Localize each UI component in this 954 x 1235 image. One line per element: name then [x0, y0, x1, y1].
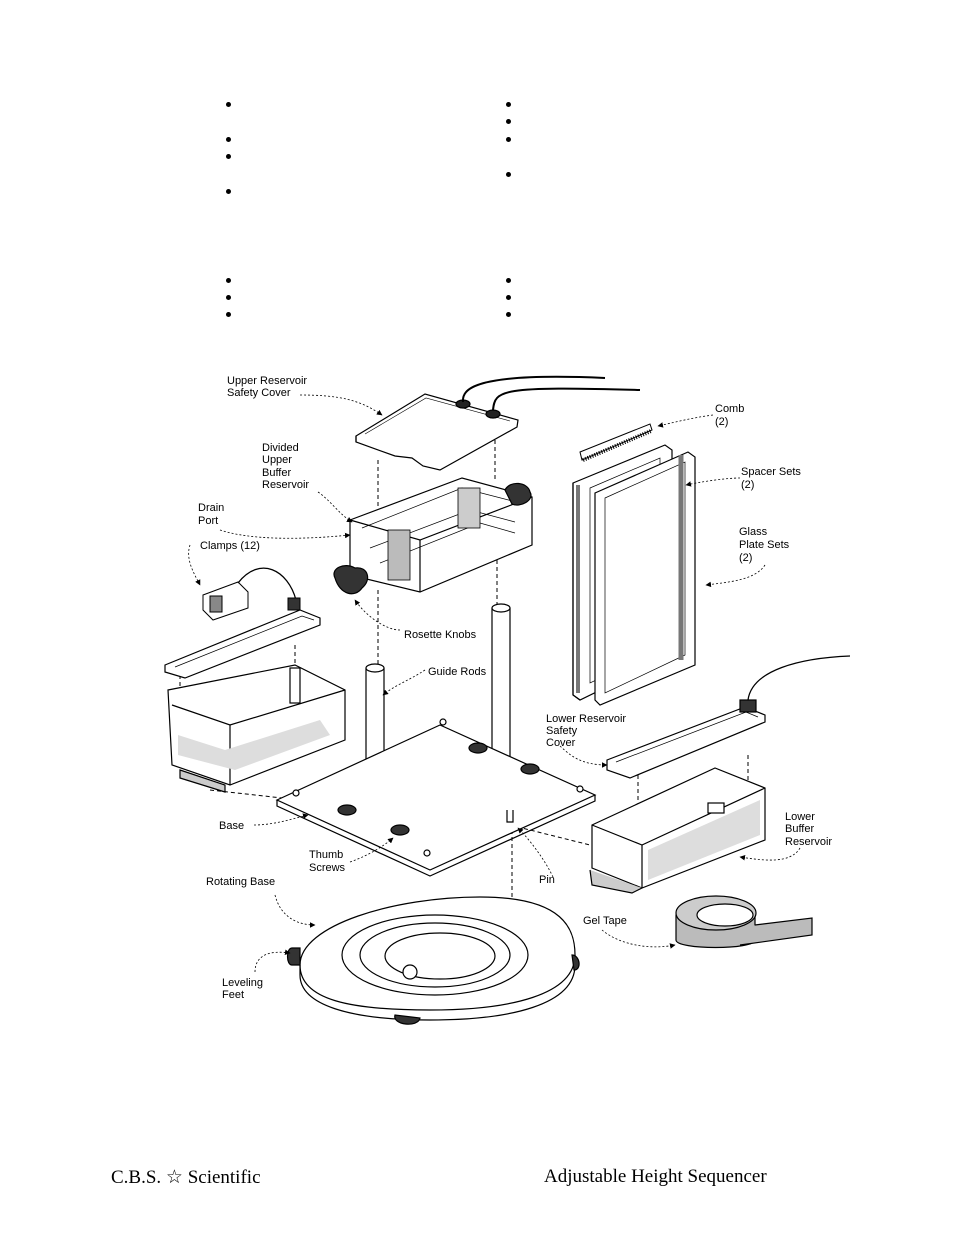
- base-plate-part: [275, 718, 597, 877]
- label-gel-tape: Gel Tape: [583, 915, 627, 927]
- bullet-left-7: [226, 312, 231, 317]
- label-spacer-2: (2): [741, 479, 754, 491]
- label-lower-buffer-2: Buffer: [785, 823, 814, 835]
- bullet-right-3: [506, 137, 511, 142]
- label-lower-cover-2: Safety: [546, 725, 578, 737]
- label-drain-1: Drain: [198, 502, 224, 514]
- label-glass-2: Plate Sets: [739, 539, 790, 551]
- bullet-left-3: [226, 154, 231, 159]
- right-lower-reservoir-part: [589, 655, 851, 894]
- bullet-right-1: [506, 102, 511, 107]
- diagram-labels: Upper Reservoir Safety Cover Comb (2) Di…: [198, 375, 832, 1001]
- gel-tape-part: [675, 895, 813, 949]
- label-divided-4: Reservoir: [262, 479, 309, 491]
- label-divided-3: Buffer: [262, 467, 291, 479]
- label-leveling-2: Feet: [222, 989, 244, 1001]
- bullet-right-4: [506, 172, 511, 177]
- bullet-right-7: [506, 312, 511, 317]
- label-comb-2: (2): [715, 416, 728, 428]
- label-pin: Pin: [539, 874, 555, 886]
- label-rosette: Rosette Knobs: [404, 629, 477, 641]
- upper-cover-part: [355, 375, 641, 471]
- label-lower-cover-1: Lower Reservoir: [546, 713, 626, 725]
- label-comb-1: Comb: [715, 403, 744, 415]
- bullet-left-5: [226, 278, 231, 283]
- label-guide-rods: Guide Rods: [428, 666, 487, 678]
- label-divided-2: Upper: [262, 454, 292, 466]
- label-rotating-base: Rotating Base: [206, 876, 275, 888]
- label-divided-1: Divided: [262, 442, 299, 454]
- label-drain-2: Port: [198, 515, 218, 527]
- clamp-part: [202, 567, 301, 621]
- bullet-left-6: [226, 295, 231, 300]
- label-glass-1: Glass: [739, 526, 768, 538]
- footer-company: C.B.S. ☆ Scientific: [111, 1167, 261, 1188]
- glass-plate-part: [572, 444, 696, 706]
- label-glass-3: (2): [739, 552, 752, 564]
- rotating-base-part: [286, 896, 580, 1025]
- label-clamps: Clamps (12): [200, 540, 260, 552]
- bullet-left-4: [226, 189, 231, 194]
- label-base: Base: [219, 820, 244, 832]
- left-lower-reservoir-part: [164, 609, 346, 793]
- bullet-right-5: [506, 278, 511, 283]
- footer-product-title: Adjustable Height Sequencer: [544, 1166, 767, 1187]
- bullet-right-2: [506, 119, 511, 124]
- label-upper-cover-2: Safety Cover: [227, 387, 291, 399]
- label-lower-buffer-3: Reservoir: [785, 836, 832, 848]
- label-thumb-1: Thumb: [309, 849, 343, 861]
- label-spacer-1: Spacer Sets: [741, 466, 801, 478]
- bullet-left-2: [226, 137, 231, 142]
- label-lower-buffer-1: Lower: [785, 811, 815, 823]
- leader-lines: [188, 394, 801, 973]
- upper-buffer-reservoir-part: [333, 477, 533, 595]
- label-leveling-1: Leveling: [222, 977, 263, 989]
- bullet-right-6: [506, 295, 511, 300]
- label-thumb-2: Screws: [309, 862, 346, 874]
- bullet-left-1: [226, 102, 231, 107]
- label-upper-cover-1: Upper Reservoir: [227, 375, 307, 387]
- label-lower-cover-3: Cover: [546, 737, 576, 749]
- comb-part: [579, 423, 653, 462]
